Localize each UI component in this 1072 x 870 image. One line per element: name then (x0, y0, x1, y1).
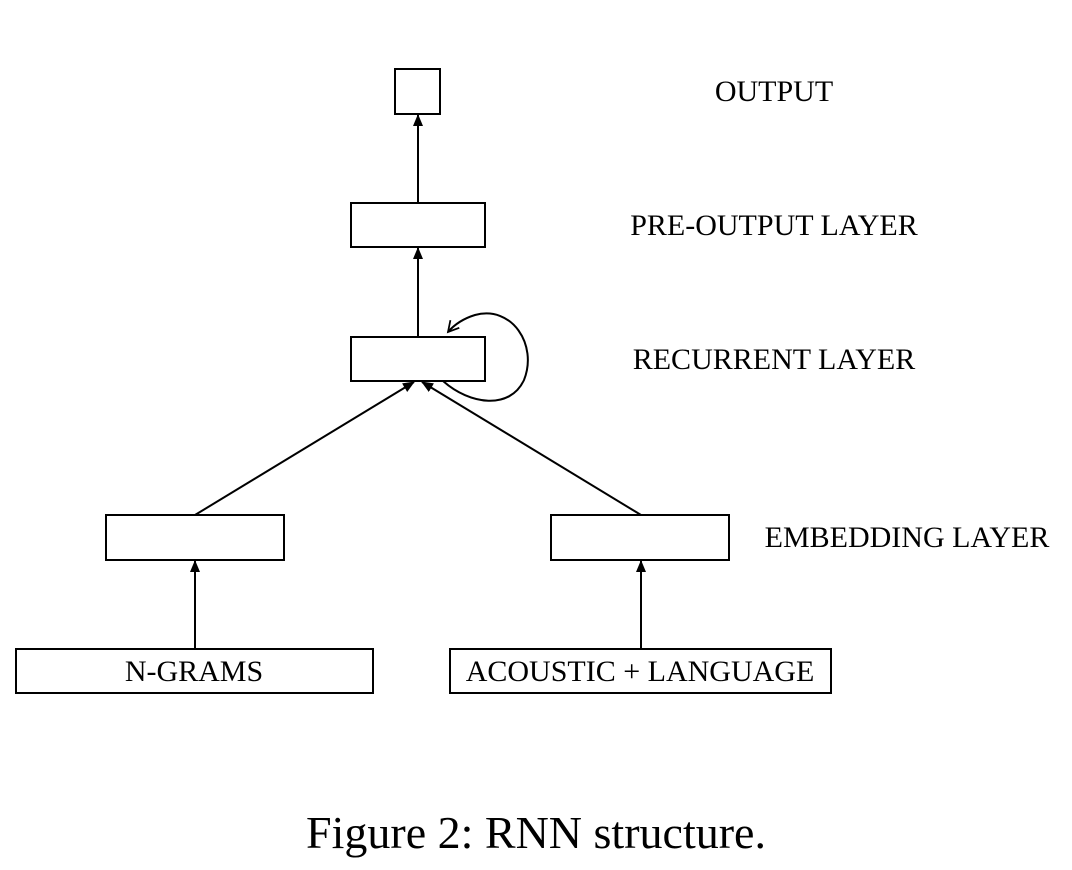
pre-output-layer-label: PRE-OUTPUT LAYER (630, 209, 918, 242)
acoustic-language-input-box (449, 648, 832, 694)
recurrent-self-loop-arrow (442, 312, 529, 402)
output-node (394, 68, 441, 115)
figure-caption: Figure 2: RNN structure. (306, 807, 766, 858)
arrow-embedding-left-to-recurrent (194, 381, 415, 516)
embedding-layer-box-right (550, 514, 730, 561)
pre-output-layer-box (350, 202, 486, 248)
arrow-embedding-right-to-recurrent (421, 381, 642, 516)
ngrams-label: N-GRAMS (125, 655, 263, 688)
recurrent-layer-label: RECURRENT LAYER (633, 343, 916, 376)
ngrams-input-box (15, 648, 374, 694)
embedding-layer-label: EMBEDDING LAYER (765, 521, 1050, 554)
recurrent-layer-box (350, 336, 486, 382)
embedding-layer-box-left (105, 514, 285, 561)
acoustic-language-label: ACOUSTIC + LANGUAGE (466, 655, 815, 688)
output-label: OUTPUT (715, 75, 833, 108)
